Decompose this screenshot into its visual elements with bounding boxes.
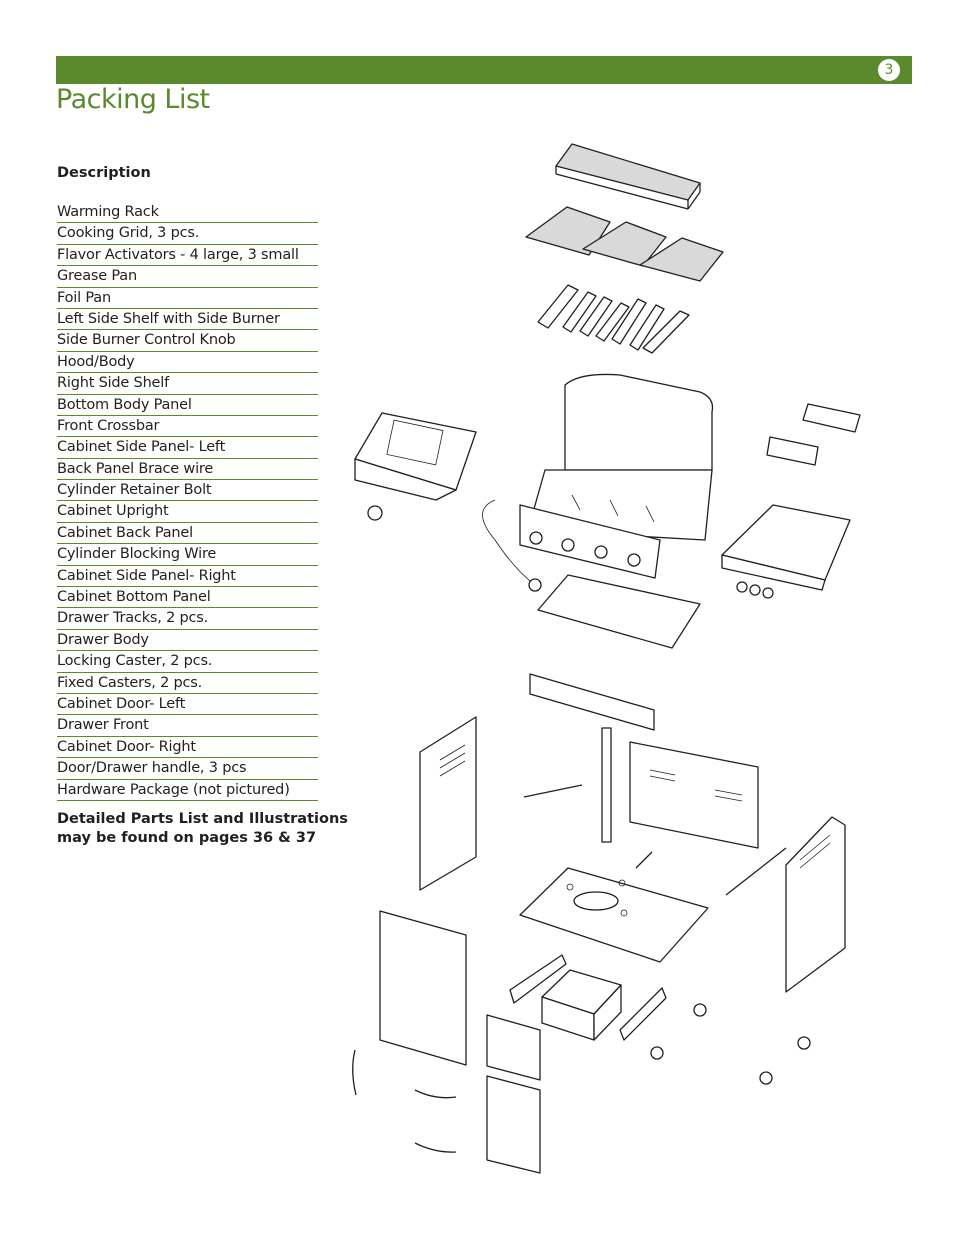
bottom-body-panel [537,574,701,649]
list-item: Cylinder Blocking Wire [57,544,318,566]
cabinet-upright [601,727,612,843]
warming-rack [555,143,701,210]
right-side-shelf [721,504,851,599]
list-item: Door/Drawer handle, 3 pcs [57,758,318,780]
list-item: Back Panel Brace wire [57,459,318,481]
page-number-badge: 3 [878,59,900,81]
drawer-track-right [619,987,667,1041]
cabinet-door-right [486,1075,541,1174]
hood-body [482,373,714,592]
cabinet-door-left [379,910,467,1066]
description-heading: Description [57,165,151,181]
list-item: Left Side Shelf with Side Burner [57,309,318,331]
list-item: Drawer Body [57,630,318,652]
cylinder-retainer-bolt [635,851,653,869]
list-item: Drawer Front [57,715,318,737]
list-item: Warming Rack [57,202,318,224]
list-item: Hood/Body [57,352,318,374]
cabinet-bottom-panel [519,867,709,963]
casters [650,1003,811,1085]
back-panel-brace-wire [523,784,583,798]
list-item: Locking Caster, 2 pcs. [57,651,318,673]
note-line: Detailed Parts List and Illustrations [57,811,348,827]
drawer-body [541,969,622,1041]
door-handle [352,1049,357,1096]
list-item: Drawer Tracks, 2 pcs. [57,608,318,630]
note-line: may be found on pages 36 & 37 [57,830,317,846]
list-item: Cooking Grid, 3 pcs. [57,223,318,245]
list-item: Cabinet Side Panel- Left [57,437,318,459]
flavor-activators [537,284,690,354]
cabinet-back-panel [629,741,759,849]
drawer-front [486,1014,541,1081]
list-item: Cabinet Back Panel [57,523,318,545]
list-item: Cabinet Upright [57,501,318,523]
list-item: Flavor Activators - 4 large, 3 small [57,245,318,267]
list-item: Side Burner Control Knob [57,330,318,352]
list-item: Bottom Body Panel [57,395,318,416]
list-item: Foil Pan [57,288,318,309]
list-item: Front Crossbar [57,416,318,438]
cooking-grids [525,206,724,282]
parts-note: Detailed Parts List and Illustrations ma… [57,810,357,848]
list-item: Cylinder Retainer Bolt [57,480,318,502]
left-side-shelf [354,412,477,521]
cabinet-side-panel-left [419,716,477,891]
list-item: Cabinet Bottom Panel [57,587,318,609]
parts-list: Warming Rack Cooking Grid, 3 pcs. Flavor… [57,202,318,801]
list-item: Fixed Casters, 2 pcs. [57,673,318,694]
list-item: Cabinet Door- Right [57,737,318,759]
list-item: Cabinet Side Panel- Right [57,566,318,588]
grease-and-foil-pans [766,403,861,466]
list-item: Cabinet Door- Left [57,694,318,716]
header-bar: 3 [56,56,912,84]
cylinder-blocking-wire [725,847,787,896]
front-crossbar [529,673,655,731]
exploded-grill-illustration [352,143,861,1174]
list-item: Hardware Package (not pictured) [57,780,318,801]
page-title: Packing List [56,84,210,115]
door-handle [414,1089,457,1099]
cabinet-side-panel-right [785,816,846,993]
door-handle [414,1142,457,1153]
drawer-track-left [509,954,567,1004]
list-item: Grease Pan [57,266,318,288]
list-item: Right Side Shelf [57,373,318,395]
